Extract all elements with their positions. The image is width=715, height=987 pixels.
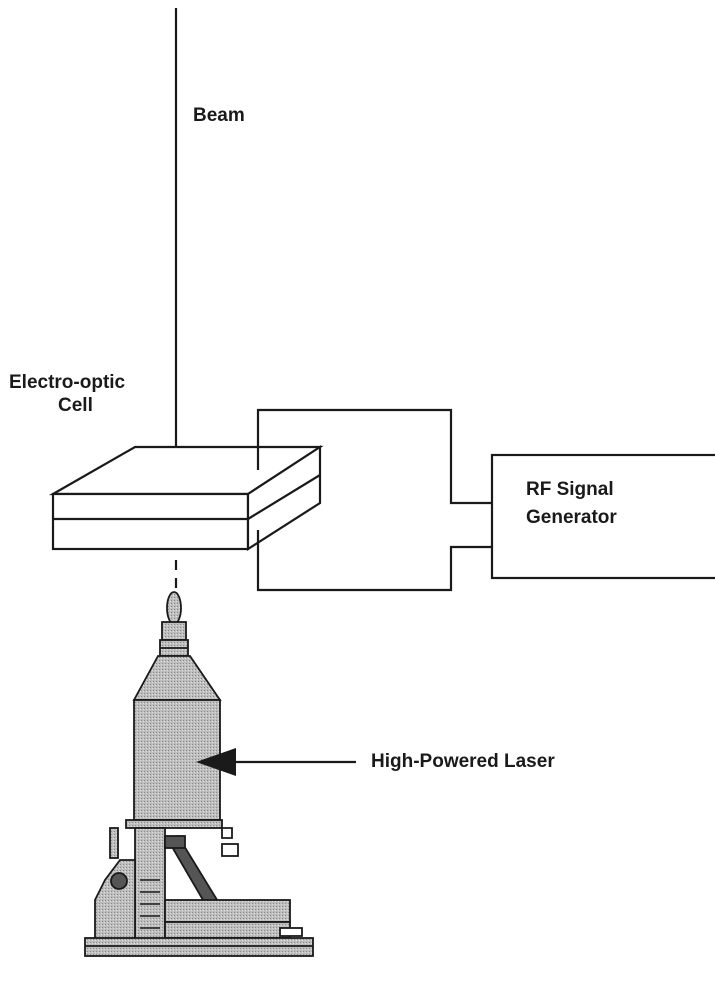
electro-optic-cell [48,444,324,552]
beam-label: Beam [193,105,245,126]
electro-optic-cell-label-line2: Cell [58,395,93,416]
rf-generator-box [490,453,715,580]
laser-label: High-Powered Laser [371,751,555,772]
laser-device [84,591,314,957]
rf-wiring [256,408,492,592]
electro-optic-cell-label-line1: Electro-optic [9,372,126,393]
rf-generator-label-line2: Generator [526,507,617,528]
laser-arrow [196,748,356,776]
rf-generator-label-line1: RF Signal [526,479,614,500]
